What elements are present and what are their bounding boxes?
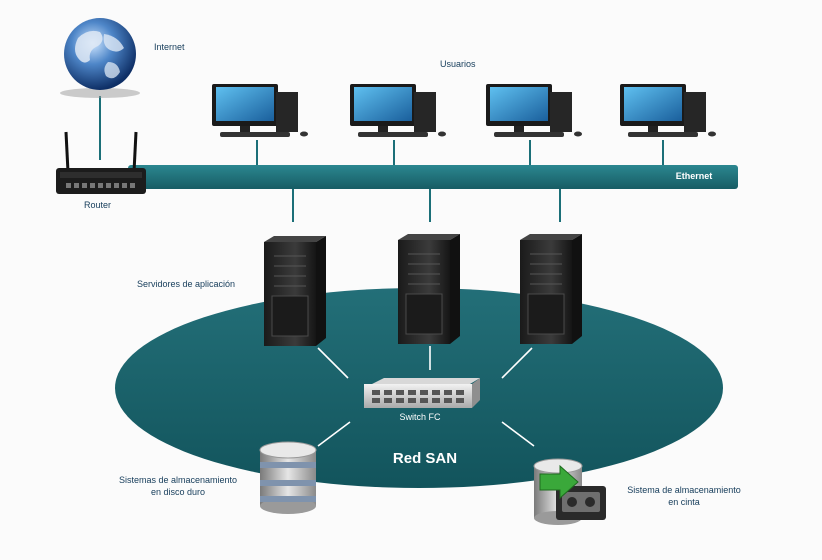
server-tower-icon	[264, 236, 326, 346]
ethernet-bus	[128, 165, 738, 189]
server-tower-icon	[520, 234, 582, 344]
desktop-computer-icon	[620, 84, 716, 137]
servidores-label: Servidores de aplicación	[137, 279, 236, 289]
globe-icon	[60, 18, 140, 98]
disk-storage-label: Sistemas de almacenamiento en disco duro	[108, 474, 248, 498]
internet-label: Internet	[154, 42, 185, 52]
disk-storage-icon	[259, 441, 317, 514]
desktop-computer-icon	[350, 84, 446, 137]
disk-storage-label-line2: en disco duro	[150, 487, 206, 497]
fc-switch-icon	[364, 378, 480, 408]
server-tower-icon	[398, 234, 460, 344]
ethernet-label: Ethernet	[675, 171, 713, 181]
desktop-computer-icon	[486, 84, 582, 137]
disk-storage-label-line1: Sistemas de almacenamiento	[118, 475, 238, 485]
red-san-title: Red SAN	[392, 450, 458, 467]
router-label: Router	[84, 200, 112, 210]
connection-lines	[99, 96, 664, 222]
tape-storage-label-line1: Sistema de almacenamiento	[627, 485, 741, 495]
router-icon	[56, 131, 146, 194]
tape-storage-label: Sistema de almacenamiento en cinta	[614, 484, 754, 508]
tape-storage-label-line2: en cinta	[668, 497, 700, 507]
san-links	[317, 346, 535, 447]
tape-storage-icon	[533, 458, 606, 525]
usuarios-label: Usuarios	[440, 59, 476, 69]
switch-fc-label: Switch FC	[399, 412, 441, 422]
desktop-computer-icon	[212, 84, 308, 137]
